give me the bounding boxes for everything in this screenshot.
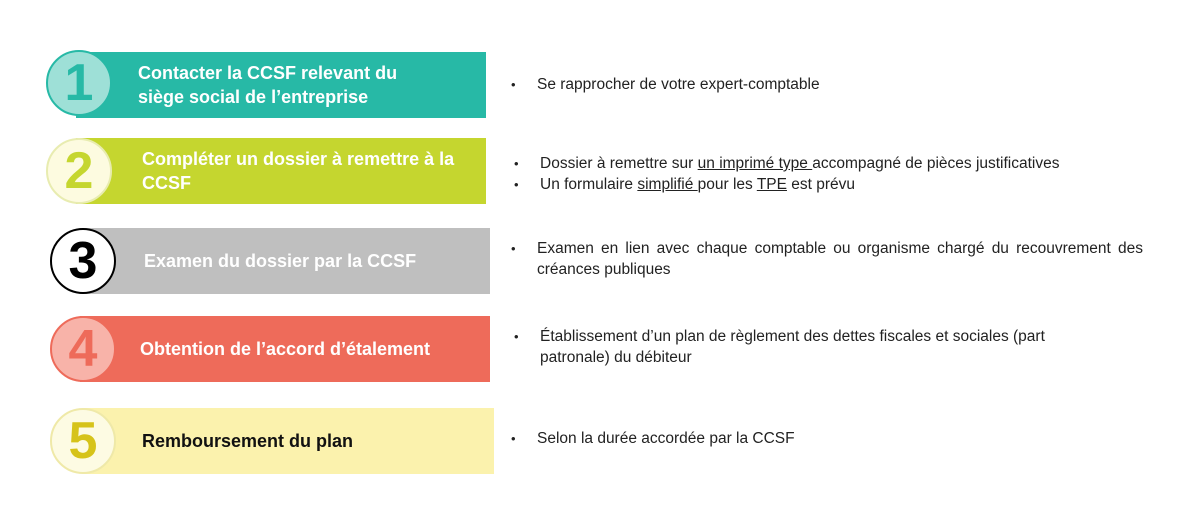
step-3-title: Examen du dossier par la CCSF xyxy=(144,251,417,271)
step-4-bullets: Établissement d’un plan de règlement des… xyxy=(514,326,1080,368)
step-2-bullet-2-part-3: pour les xyxy=(697,176,757,193)
step-2-bullet-2-part-5: est prévu xyxy=(786,176,856,193)
step-4: Obtention de l’accord d’étalement 4 Étab… xyxy=(0,316,1200,386)
step-1-title: Contacter la CCSF relevant du siège soci… xyxy=(138,63,398,107)
step-2-bullet-2: Un formulaire simplifié pour les TPE est… xyxy=(514,174,1160,195)
step-4-bullet-1: Établissement d’un plan de règlement des… xyxy=(514,326,1080,368)
step-5-bar: Remboursement du plan xyxy=(84,408,494,474)
step-1-bullets: Se rapprocher de votre expert-comptable xyxy=(511,74,1137,95)
step-5-bullets: Selon la durée accordée par la CCSF xyxy=(511,428,1137,449)
step-2-number-badge: 2 xyxy=(46,138,112,204)
step-4-number-badge: 4 xyxy=(50,316,116,382)
step-5-number-badge: 5 xyxy=(50,408,116,474)
step-2-bullet-1: Dossier à remettre sur un imprimé type a… xyxy=(514,153,1160,174)
step-2-bullet-1-part-3: accompagné de pièces justificatives xyxy=(812,155,1060,172)
step-1: Contacter la CCSF relevant du siège soci… xyxy=(0,50,1200,122)
step-2-title: Compléter un dossier à remettre à la CCS… xyxy=(142,149,455,193)
step-3-bar: Examen du dossier par la CCSF xyxy=(80,228,490,294)
step-2-bullet-2-part-1: Un formulaire xyxy=(540,176,638,193)
step-2-bullet-1-part-2: un imprimé type xyxy=(697,155,813,172)
step-2-bullet-1-part-1: Dossier à remettre sur xyxy=(540,155,698,172)
step-5: Remboursement du plan 5 Selon la durée a… xyxy=(0,408,1200,478)
step-1-bullet-1: Se rapprocher de votre expert-comptable xyxy=(511,74,1137,95)
step-3-number-badge: 3 xyxy=(50,228,116,294)
step-5-title: Remboursement du plan xyxy=(142,431,354,451)
step-2-bullets: Dossier à remettre sur un imprimé type a… xyxy=(514,153,1160,195)
step-2: Compléter un dossier à remettre à la CCS… xyxy=(0,138,1200,208)
step-2-bullet-2-part-4: TPE xyxy=(756,176,787,193)
step-1-number-badge: 1 xyxy=(46,50,112,116)
step-2-bullet-2-part-2: simplifié xyxy=(637,176,698,193)
step-3: Examen du dossier par la CCSF 3 Examen e… xyxy=(0,228,1200,298)
step-1-bar: Contacter la CCSF relevant du siège soci… xyxy=(76,52,486,118)
step-3-bullets: Examen en lien avec chaque comptable ou … xyxy=(511,238,1143,280)
step-3-bullet-1: Examen en lien avec chaque comptable ou … xyxy=(511,238,1143,280)
step-4-bar: Obtention de l’accord d’étalement xyxy=(80,316,490,382)
step-2-bar: Compléter un dossier à remettre à la CCS… xyxy=(76,138,486,204)
step-5-bullet-1: Selon la durée accordée par la CCSF xyxy=(511,428,1137,449)
step-4-title: Obtention de l’accord d’étalement xyxy=(140,339,431,359)
